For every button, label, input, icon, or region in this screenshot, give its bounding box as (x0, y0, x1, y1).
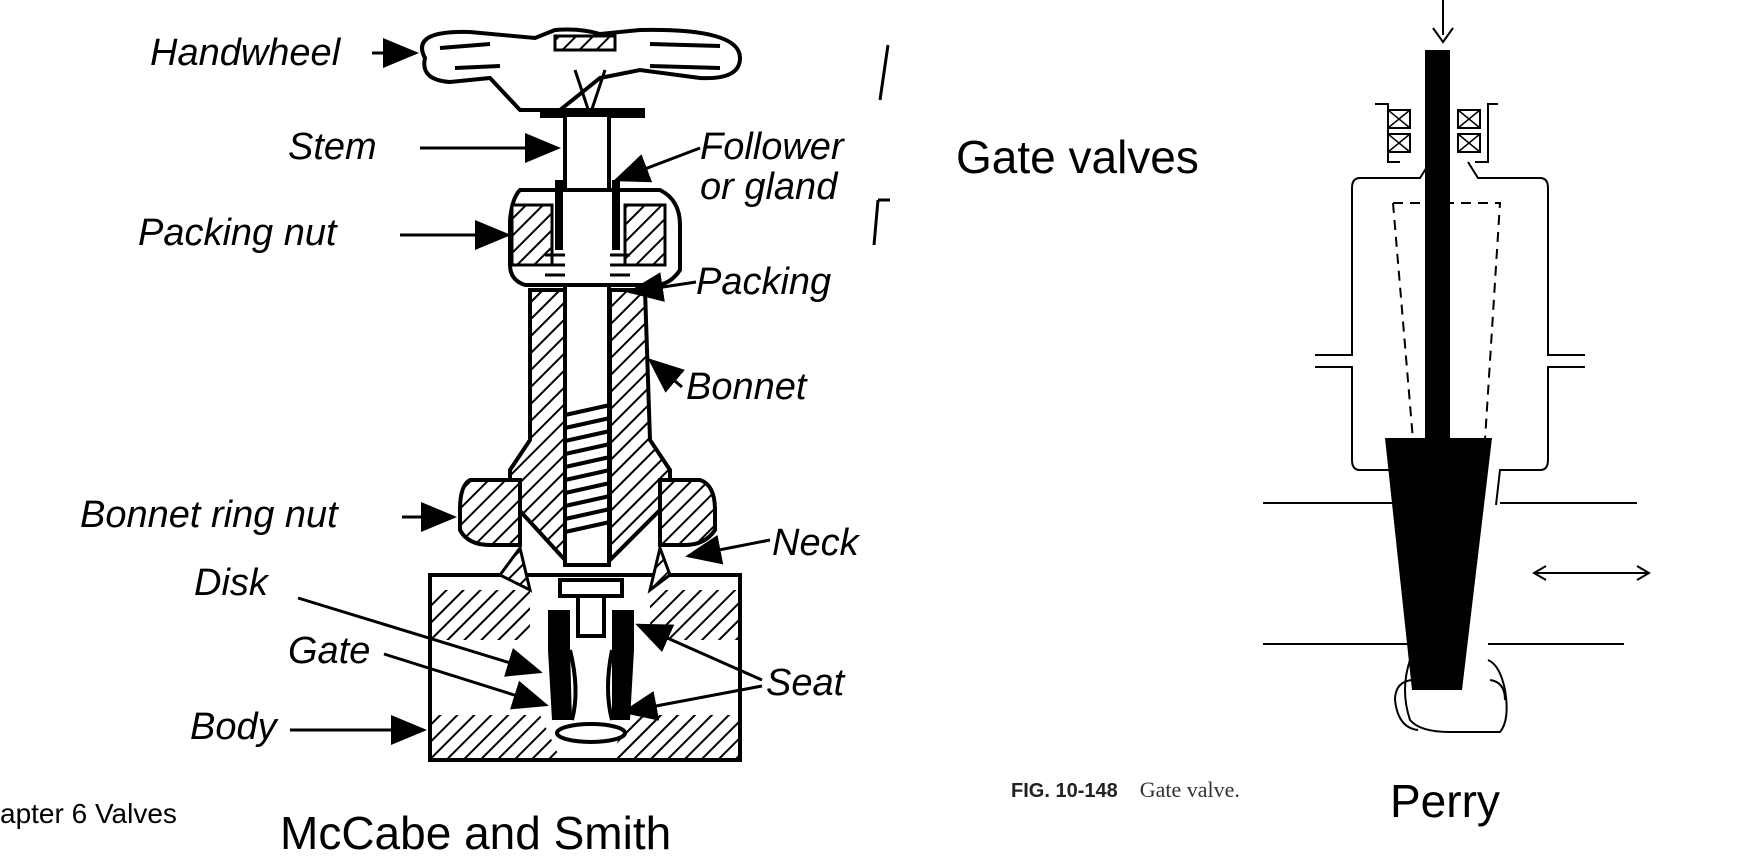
packing-nut-shape (508, 180, 682, 287)
perry-wedge-gate-shape (1385, 438, 1492, 690)
label-bonnet-ring-nut: Bonnet ring nut (80, 494, 338, 536)
handwheel-shape (420, 27, 743, 120)
label-packing: Packing (696, 261, 832, 303)
figure-caption-text: Gate valve. (1139, 777, 1240, 802)
perry-gate-valve-schematic (1263, 0, 1651, 733)
label-gate: Gate (288, 630, 371, 672)
label-seat: Seat (766, 662, 845, 704)
perry-stem-shape (1425, 50, 1450, 445)
label-follower-line2: or gland (700, 166, 838, 208)
label-body: Body (190, 706, 277, 748)
label-bonnet: Bonnet (686, 366, 807, 408)
label-handwheel: Handwheel (150, 32, 341, 74)
chapter-footer: apter 6 Valves (0, 798, 177, 829)
left-leader-lines (290, 38, 771, 745)
label-disk: Disk (194, 562, 268, 604)
label-stem: Stem (288, 126, 377, 168)
label-neck: Neck (772, 522, 859, 564)
label-packing-nut: Packing nut (138, 212, 337, 254)
slide-heading: Gate valves (956, 131, 1199, 183)
bonnet-ring-nut-shape (458, 478, 717, 547)
label-follower-line1: Follower (700, 126, 844, 168)
source-perry: Perry (1390, 775, 1500, 827)
figure-number: FIG. 10-148 (1011, 780, 1118, 802)
disk-gate-seat-shape (548, 578, 634, 744)
perry-figure-caption: FIG. 10-148 Gate valve. (1011, 777, 1240, 803)
source-mccabe-smith: McCabe and Smith (280, 807, 672, 859)
cropped-scan-edge-marks (872, 44, 890, 246)
